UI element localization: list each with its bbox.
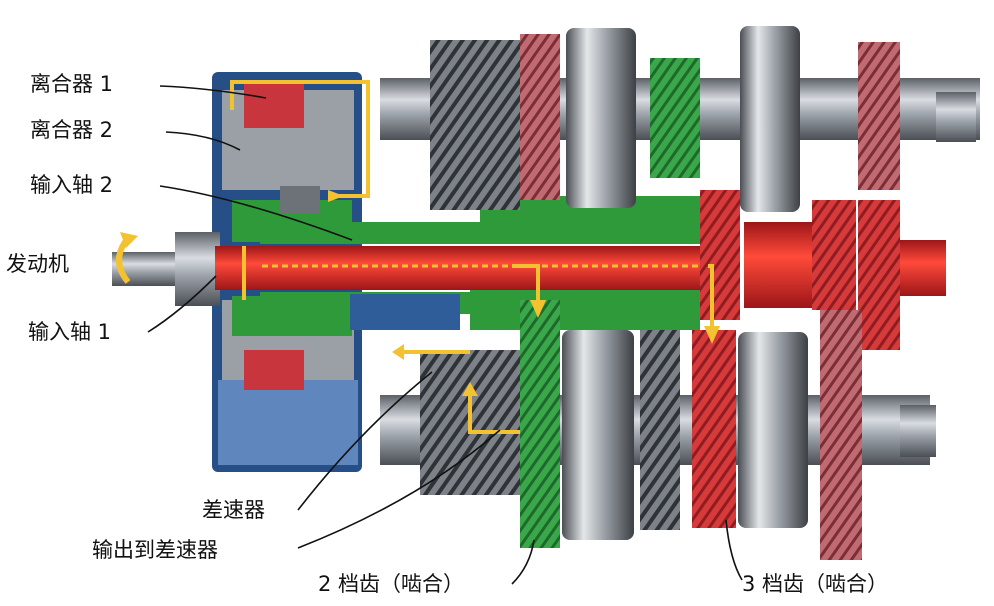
engine-input-stub	[112, 232, 222, 306]
leader-lines	[147, 85, 743, 585]
label-engine: 发动机	[6, 252, 69, 276]
label-gear-3: 3 档齿（啮合）	[742, 572, 889, 596]
flow-arrowheads	[328, 190, 720, 396]
label-input-shaft-1: 输入轴 1	[28, 320, 112, 344]
power-flow-arrows	[230, 80, 714, 434]
upper-shaft	[380, 26, 980, 212]
label-clutch-2: 离合器 2	[30, 118, 114, 142]
label-differential: 差速器	[202, 498, 265, 522]
label-gear-2: 2 档齿（啮合）	[318, 572, 465, 596]
label-clutch-1: 离合器 1	[30, 72, 114, 96]
clutch-housing	[212, 72, 362, 472]
label-input-shaft-2: 输入轴 2	[30, 173, 114, 197]
label-output-to-differential: 输出到差速器	[92, 538, 218, 562]
input-shaft-1	[215, 246, 715, 290]
splined-section	[350, 294, 460, 330]
lower-shaft	[380, 300, 936, 560]
